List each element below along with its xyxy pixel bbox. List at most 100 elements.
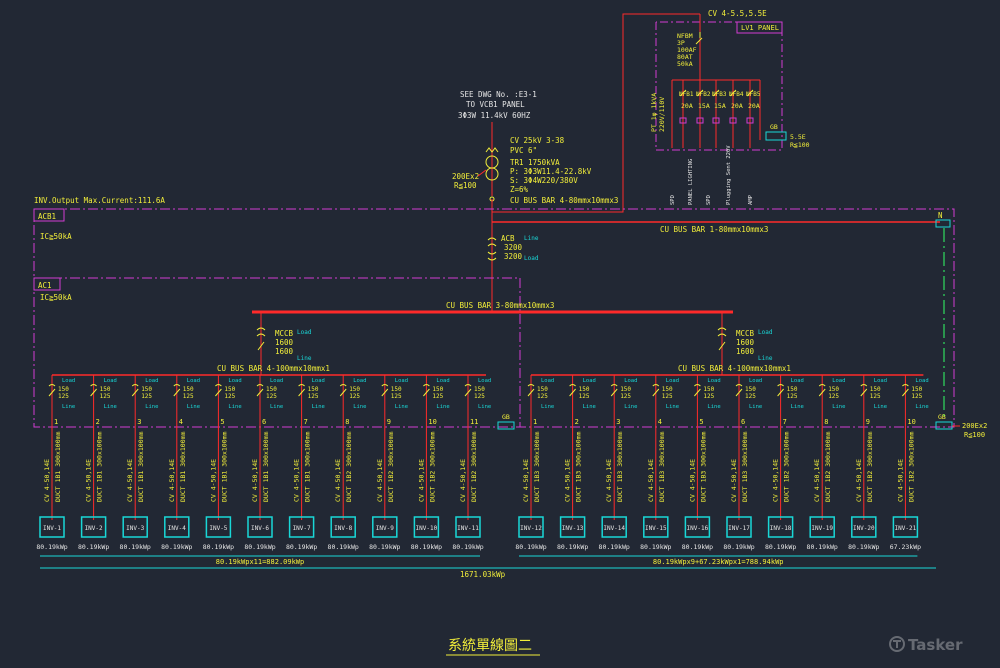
feeder-cable: CV 4-50,14E [209, 459, 217, 502]
lv1-panel-tag [736, 21, 783, 34]
inverter-box [39, 516, 65, 538]
inverter-label: INV-15 [645, 525, 667, 532]
inverter-kwp: 80.19kWp [557, 543, 588, 551]
lv1-branch-rating: 20A [681, 102, 693, 110]
inverter-box [726, 516, 752, 538]
inverter-kwp: 80.19kWp [120, 543, 151, 551]
acb-name: ACB [501, 234, 515, 243]
tr-primary: P: 3Φ3W11.4-22.8kV [510, 167, 592, 176]
neutral-label: N [938, 211, 943, 220]
feeder-rating2: 125 [537, 393, 548, 400]
acb1-tag [33, 208, 65, 222]
inverter-kwp: 80.19kWp [515, 543, 546, 551]
inverter-kwp: 80.19kWp [411, 543, 442, 551]
feeder-rating2: 125 [911, 393, 922, 400]
feeder-rating2: 125 [828, 393, 839, 400]
feeder-breaker-symbol [173, 384, 181, 397]
feeder-rating1: 150 [100, 386, 111, 393]
ac1-ic: IC≧50kA [40, 293, 72, 302]
inverter-label: INV-14 [603, 525, 625, 532]
feeder-line: Line [749, 404, 762, 410]
inverter-kwp: 80.19kWp [599, 543, 630, 551]
feeder-number: 6 [262, 418, 266, 426]
feeder-number: 2 [96, 418, 100, 426]
mccb-rating2: 1600 [736, 347, 755, 356]
feeder-load: Load [832, 378, 845, 384]
lv1-branch-rating: 15A [698, 102, 710, 110]
feeder-cable: CV 4-50,14E [564, 459, 572, 502]
neutral-box [935, 219, 951, 228]
feeder-rating1: 150 [787, 386, 798, 393]
feeder-line: Line [832, 404, 845, 410]
feeder-cable: CV 4-50,14E [896, 459, 904, 502]
mccb-rating2: 1600 [275, 347, 294, 356]
feeder-number: 4 [658, 418, 662, 426]
feeder-duct: DUCT 1B1 300x100mm [179, 431, 187, 502]
feeder-cable: CV 4-50,14E [85, 459, 93, 502]
feeder-cable: CV 4-50,14E [459, 459, 467, 502]
lv1-branch-breaker [696, 89, 704, 97]
inverter-kwp: 80.19kWp [682, 543, 713, 551]
inverter-label: INV-1 [43, 525, 61, 532]
mccb-line: Line [758, 355, 773, 362]
feeder-cable: CV 4-50,14E [168, 459, 176, 502]
inverter-kwp: 80.19kWp [286, 543, 317, 551]
feeder-rating1: 150 [579, 386, 590, 393]
inverter-box [164, 516, 190, 538]
acb-line: Line [524, 235, 539, 242]
inverter-kwp: 80.19kWp [78, 543, 109, 551]
mccb-symbol [717, 327, 727, 351]
feeder-load: Load [583, 378, 596, 384]
ground-lead [477, 169, 487, 177]
feeder-breaker-symbol [860, 384, 868, 397]
feeder-rating1: 150 [620, 386, 631, 393]
feeder-line: Line [395, 404, 408, 410]
lv1-branch-breaker [679, 89, 687, 97]
group-bus-label: CU BUS BAR 4-100mmx10mmx1 [678, 364, 791, 373]
pt-l0: PT 1φ 1kVA [650, 93, 658, 132]
feeder-rating1: 150 [474, 386, 485, 393]
feeder-cable: CV 4-50,14E [688, 459, 696, 502]
mccb-rating1: 1600 [275, 338, 294, 347]
feeder-number: 8 [345, 418, 349, 426]
grand-total: 1671.03kWp [460, 570, 506, 579]
feeder-number: 7 [783, 418, 787, 426]
feeder-duct: DUCT 1B2 300x100mm [866, 431, 874, 502]
inverter-box [892, 516, 919, 538]
inverter-label: INV-18 [770, 525, 792, 532]
feeder-load: Load [666, 378, 679, 384]
feeder-cable: CV 4-50,14E [605, 459, 613, 502]
feeder-rating2: 125 [662, 393, 673, 400]
feeder-load: Load [624, 378, 637, 384]
feeder-number: 11 [470, 418, 478, 426]
feeder-rating2: 125 [100, 393, 111, 400]
feeder-load: Load [270, 378, 283, 384]
feeder-line: Line [541, 404, 554, 410]
inverter-label: INV-7 [293, 525, 311, 532]
feeder-load: Load [312, 378, 325, 384]
feeder-duct: DUCT 1B3 300x100mm [658, 431, 666, 502]
feeder-number: 1 [54, 418, 58, 426]
inverter-label: INV-8 [334, 525, 352, 532]
feeder-duct: DUCT 1B2 300x100mm [470, 431, 478, 502]
inverter-kwp: 80.19kWp [807, 543, 838, 551]
inverter-box [809, 516, 835, 538]
feeder-rating2: 125 [432, 393, 443, 400]
feeder-duct: DUCT 1B2 300x100mm [428, 431, 436, 502]
feeder-number: 7 [304, 418, 308, 426]
feeder-line: Line [270, 404, 283, 410]
feeder-load: Load [541, 378, 554, 384]
inverter-box [288, 516, 315, 538]
inverter-label: INV-11 [457, 525, 479, 532]
feeder-rating2: 125 [870, 393, 881, 400]
lv1-branch-name: NFB2 [696, 91, 711, 98]
feeder-rating2: 125 [58, 393, 69, 400]
